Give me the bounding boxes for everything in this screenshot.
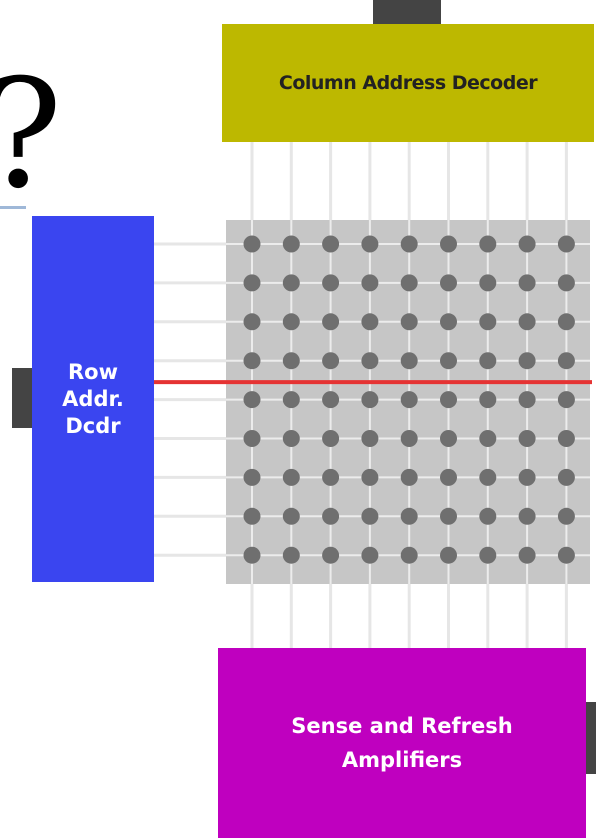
memory-cell: [479, 274, 497, 292]
memory-cell: [518, 352, 536, 370]
memory-cell: [440, 235, 457, 253]
row-decoder-label-line-2: Addr.: [62, 386, 124, 411]
memory-cell: [518, 235, 536, 253]
memory-cell: [322, 507, 340, 525]
memory-cell: [361, 507, 379, 525]
memory-cell: [361, 274, 379, 292]
memory-cell: [518, 507, 536, 525]
memory-cell: [361, 546, 379, 564]
memory-cell: [400, 507, 418, 525]
memory-cell: [440, 430, 457, 447]
memory-cell: [557, 274, 575, 292]
memory-cell: [557, 507, 575, 525]
memory-cell: [557, 430, 575, 447]
right-connector: [584, 702, 596, 774]
memory-cell: [440, 274, 457, 292]
memory-cell: [322, 430, 340, 447]
memory-cell: [518, 313, 536, 331]
memory-cell: [243, 546, 261, 564]
memory-cell: [400, 274, 418, 292]
memory-cell: [243, 235, 261, 253]
memory-cell: [282, 391, 300, 409]
memory-cell: [557, 468, 575, 486]
memory-cell: [322, 352, 340, 370]
memory-cell: [243, 274, 261, 292]
memory-cell: [557, 313, 575, 331]
sense-amps-label-line-1: Sense and Refresh: [291, 714, 513, 738]
memory-cell: [479, 352, 497, 370]
memory-cell: [361, 391, 379, 409]
memory-cell: [400, 352, 418, 370]
memory-cell: [440, 468, 457, 486]
memory-cell: [361, 235, 379, 253]
memory-cell: [518, 430, 536, 447]
memory-cell: [243, 430, 261, 447]
row-decoder-label-line-1: Row: [68, 359, 118, 384]
memory-cell: [322, 313, 340, 331]
memory-cell: [518, 468, 536, 486]
memory-cell: [400, 391, 418, 409]
memory-cell: [282, 430, 300, 447]
sense-refresh-amplifiers: Sense and Refresh Amplifiers: [218, 648, 586, 838]
memory-cell: [282, 546, 300, 564]
top-connector: [373, 0, 441, 24]
memory-cell: [440, 507, 457, 525]
memory-cell: [518, 274, 536, 292]
row-decoder-label-line-3: Dcdr: [65, 413, 121, 438]
memory-cell: [440, 391, 457, 409]
memory-cell: [400, 235, 418, 253]
memory-cell: [400, 430, 418, 447]
memory-cell: [322, 546, 340, 564]
memory-cell: [479, 235, 497, 253]
memory-cell: [440, 546, 457, 564]
sense-amps-label-line-2: Amplifiers: [341, 748, 463, 772]
memory-cell: [557, 235, 575, 253]
fragment-underline: [0, 206, 26, 209]
memory-cell: [282, 313, 300, 331]
column-address-decoder: Column Address Decoder: [222, 24, 594, 142]
memory-cell: [243, 352, 261, 370]
left-connector: [12, 368, 32, 428]
memory-cell: [322, 468, 340, 486]
memory-cell: [243, 391, 261, 409]
memory-cell: [282, 468, 300, 486]
memory-cell: [479, 430, 497, 447]
memory-cell: [282, 235, 300, 253]
memory-cell: [243, 507, 261, 525]
memory-cell: [479, 468, 497, 486]
memory-cell: [479, 546, 497, 564]
memory-cell: [361, 430, 379, 447]
memory-cell: [282, 352, 300, 370]
memory-cell: [479, 313, 497, 331]
row-address-decoder: Row Addr. Dcdr: [32, 216, 154, 582]
memory-cell: [440, 352, 457, 370]
memory-cell: [400, 468, 418, 486]
memory-cell: [518, 546, 536, 564]
question-mark-fragment: ?: [0, 60, 62, 210]
memory-cell: [557, 391, 575, 409]
memory-cell: [518, 391, 536, 409]
memory-cell: [322, 235, 340, 253]
column-address-decoder-label: Column Address Decoder: [278, 72, 538, 94]
memory-cell: [479, 507, 497, 525]
memory-cell: [322, 274, 340, 292]
memory-cell: [282, 507, 300, 525]
memory-cell: [243, 468, 261, 486]
memory-cell: [282, 274, 300, 292]
memory-cell: [557, 546, 575, 564]
memory-cell: [400, 546, 418, 564]
memory-cell: [557, 352, 575, 370]
memory-cell: [361, 468, 379, 486]
memory-cell: [361, 352, 379, 370]
memory-cell: [243, 313, 261, 331]
memory-cell: [440, 313, 457, 331]
memory-cell: [322, 391, 340, 409]
memory-cell: [479, 391, 497, 409]
memory-cell: [361, 313, 379, 331]
memory-cell: [400, 313, 418, 331]
